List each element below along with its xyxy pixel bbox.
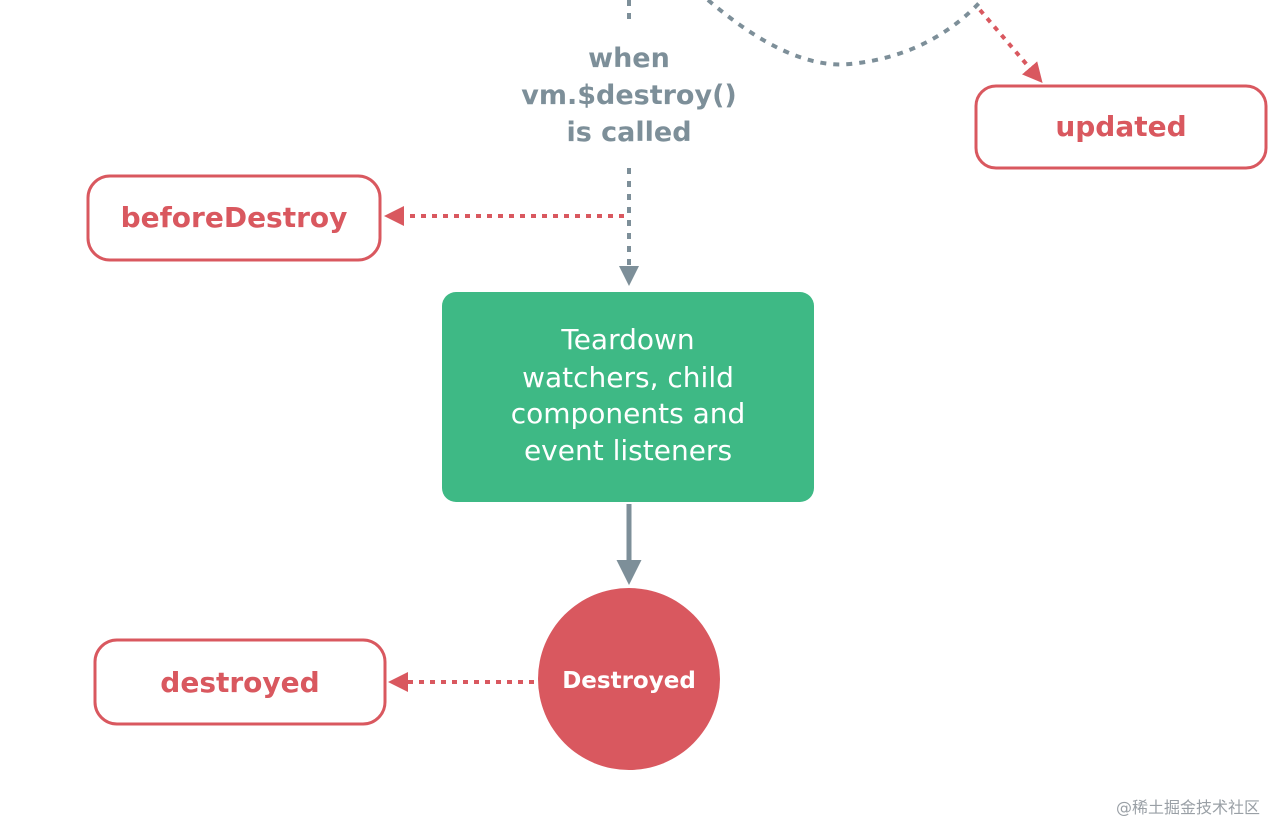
- destroy-condition: when vm.$destroy() is called: [521, 43, 737, 148]
- process-line-1: Teardown: [560, 323, 694, 356]
- hook-before-destroy: beforeDestroy: [86, 174, 382, 262]
- destroyed-state: Destroyed: [538, 588, 720, 770]
- condition-line-2: vm.$destroy(): [521, 80, 737, 111]
- destroyed-state-label: Destroyed: [562, 668, 696, 694]
- condition-line-3: is called: [566, 117, 691, 148]
- process-line-4: event listeners: [524, 434, 732, 467]
- condition-line-1: when: [588, 43, 670, 74]
- hook-before-destroy-label: beforeDestroy: [121, 201, 348, 234]
- updated-connector: [978, 8, 1043, 84]
- teardown-process: Teardown watchers, child components and …: [442, 292, 814, 502]
- hook-updated-label: updated: [1055, 110, 1186, 143]
- update-loop-arc: [706, 0, 984, 67]
- hook-destroyed-label: destroyed: [160, 666, 319, 699]
- watermark: @稀土掘金技术社区: [1115, 798, 1260, 817]
- process-line-2: watchers, child: [522, 361, 734, 394]
- hook-destroyed: destroyed: [93, 638, 387, 726]
- hook-updated: updated: [974, 84, 1268, 170]
- process-line-3: components and: [511, 397, 746, 430]
